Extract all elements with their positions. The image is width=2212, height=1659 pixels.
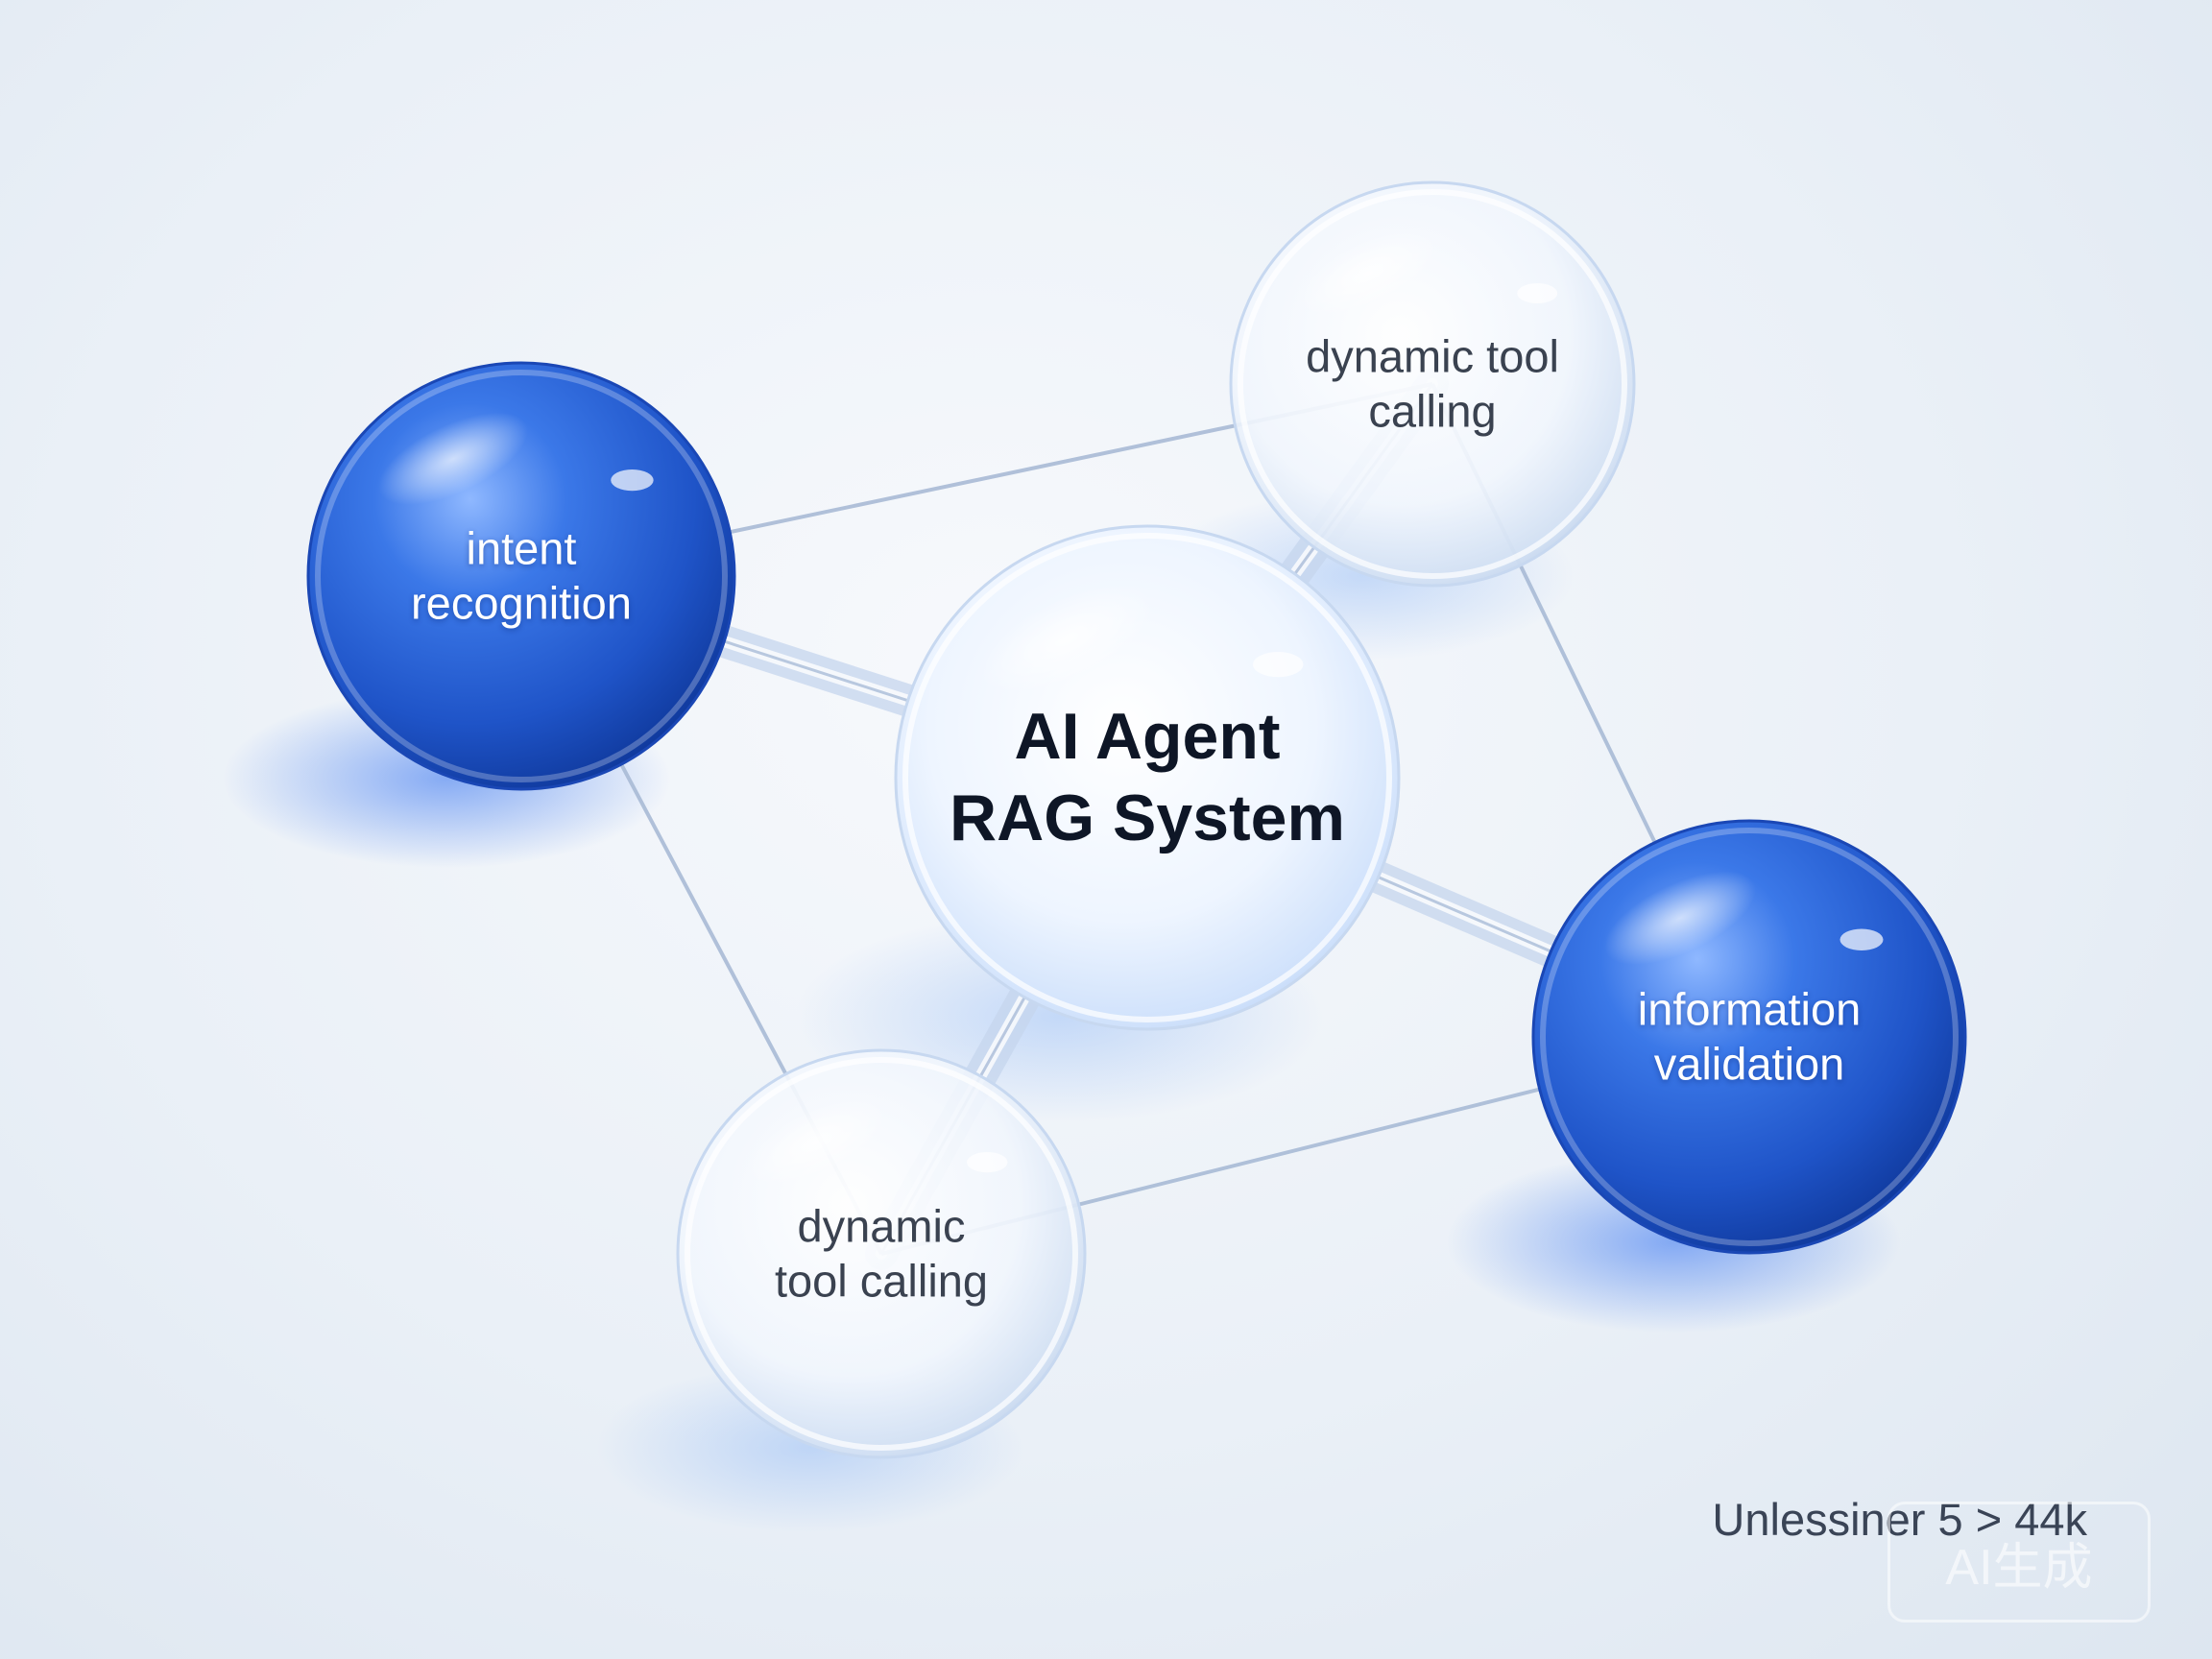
label-line: calling	[1306, 384, 1559, 439]
label-line: tool calling	[775, 1254, 988, 1309]
label-line: intent	[411, 521, 632, 576]
label-line: recognition	[411, 576, 632, 631]
label-line: information	[1638, 982, 1862, 1037]
label-line: validation	[1638, 1037, 1862, 1092]
label-line: dynamic	[775, 1199, 988, 1254]
label-line: dynamic tool	[1306, 329, 1559, 384]
label-line: RAG System	[950, 778, 1345, 859]
label-line: AI Agent	[950, 696, 1345, 778]
watermark-logo: AI生成	[1887, 1502, 2151, 1623]
